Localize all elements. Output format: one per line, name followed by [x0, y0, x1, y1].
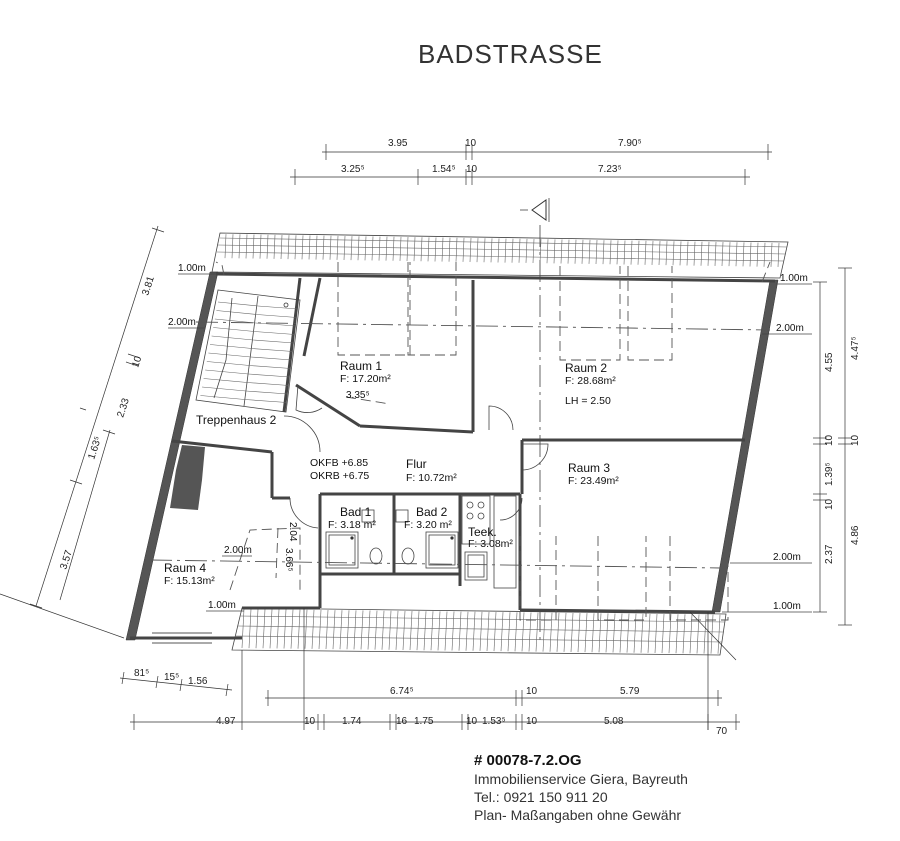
room-name-bad2: Bad 2 [416, 505, 448, 519]
room-labels: Raum 1 F: 17.20m² Raum 2 F: 28.68m² LH =… [164, 359, 619, 587]
staircase [195, 289, 301, 413]
height-label: 1.00m [178, 263, 206, 274]
dim-right-7: 4.86 [850, 525, 861, 545]
dim-right-6: 2.37 [824, 544, 835, 564]
dim-bot-5: 10 [526, 686, 538, 697]
dim-bot-2: 15⁵ [164, 672, 179, 683]
listing-info: # 00078-7.2.OG Immobilienservice Giera, … [474, 752, 688, 824]
dim-top-2: 10 [465, 138, 477, 149]
room-area-bad2: F: 3.20 m² [404, 519, 452, 531]
company-name: Immobilienservice Giera, Bayreuth [474, 771, 688, 787]
room-name-4: Raum 4 [164, 561, 206, 575]
dim-bot-3: 1.56 [188, 676, 208, 687]
dim-bot2-4: 16 [396, 716, 408, 727]
dim-bot-4: 6.74⁵ [390, 686, 414, 697]
chimney-block [170, 445, 205, 510]
room-name-stair: Treppenhaus 2 [196, 413, 277, 427]
room-name-flur: Flur [406, 457, 427, 471]
outer-walls [125, 271, 779, 644]
right-dimensions: 4.47⁵ 4.55 10 1.39⁵ 10 2.37 4.86 10 [813, 267, 861, 626]
roof-hatch-top [211, 232, 789, 279]
dashed-lines [149, 261, 771, 621]
inner-dim: 2.04 [287, 522, 298, 542]
dim-left-2: 10 [130, 355, 144, 369]
level-okrb: OKRB +6.75 [310, 470, 369, 482]
dim-bot2-9: 5.08 [604, 716, 624, 727]
street-name: BADSTRASSE [418, 39, 603, 69]
height-label: 2.00m [773, 552, 801, 563]
height-label: 1.00m [780, 273, 808, 284]
interior-walls [171, 277, 745, 610]
phone-number[interactable]: Tel.: 0921 150 911 20 [474, 789, 608, 805]
dim-bot2-3: 1.74 [342, 716, 362, 727]
room-ceiling-height: LH = 2.50 [565, 395, 611, 407]
room-area-flur: F: 10.72m² [406, 472, 457, 484]
room-area-4: F: 15.13m² [164, 575, 215, 587]
room-area-2: F: 28.68m² [565, 375, 616, 387]
dim-bot2-7: 1.53⁵ [482, 716, 506, 727]
dim-top2-3: 10 [466, 164, 478, 175]
room-name-3: Raum 3 [568, 461, 610, 475]
sanitary-fixtures [325, 495, 517, 589]
height-labels: 1.00m 2.00m 1.00m 2.00m 2.00m 1.00m 2.00… [168, 263, 812, 613]
height-label: 2.00m [224, 545, 252, 556]
room-name-teek: Teek. [468, 525, 497, 539]
height-label: 2.00m [168, 317, 196, 328]
dim-bot2-2: 10 [304, 716, 316, 727]
dim-bot2-8: 10 [526, 716, 538, 727]
dim-right-3: 10 [824, 434, 835, 446]
dim-left-3: 2.33 [115, 397, 132, 419]
listing-reference: # 00078-7.2.OG [474, 752, 582, 769]
dim-right-2: 4.55 [824, 352, 835, 372]
dim-right-5: 10 [824, 498, 835, 510]
dim-bot-6: 5.79 [620, 686, 640, 697]
room-area-bad1: F: 3.18 m² [328, 519, 376, 531]
section-marker [520, 198, 550, 645]
disclaimer: Plan- Maßangaben ohne Gewähr [474, 807, 682, 823]
height-label: 1.00m [773, 601, 801, 612]
dim-bot2-5: 1.75 [414, 716, 434, 727]
left-dimensions: 3.81 10 2.33 1.63⁵ 3.57 [0, 225, 165, 639]
room-name-bad1: Bad 1 [340, 505, 372, 519]
dim-bot-1: 81⁵ [134, 668, 149, 679]
dim-top2-2: 1.54⁵ [432, 164, 456, 175]
dim-top2-1: 3.25⁵ [341, 164, 365, 175]
dim-right-8: 10 [850, 434, 861, 446]
room-name-1: Raum 1 [340, 359, 382, 373]
room-area-1: F: 17.20m² [340, 373, 391, 385]
dim-right-4: 1.39⁵ [824, 462, 835, 486]
height-label: 1.00m [208, 600, 236, 611]
level-okfb: OKFB +6.85 [310, 457, 368, 469]
dim-top-1: 3.95 [388, 138, 408, 149]
dim-left-1: 3.81 [140, 275, 157, 297]
room-area-teek: F: 3.08m² [468, 538, 513, 550]
dim-left-4: 1.63⁵ [86, 435, 104, 461]
dim-top-3: 7.90⁵ [618, 138, 642, 149]
inner-dim: 3.66⁵ [283, 548, 294, 572]
room-area-3: F: 23.49m² [568, 475, 619, 487]
dim-bot2-10: 70 [716, 726, 728, 737]
inner-dim: 3.35⁵ [346, 390, 370, 401]
dim-right-1: 4.47⁵ [850, 336, 861, 360]
dim-top2-4: 7.23⁵ [598, 164, 622, 175]
dim-left-5: 3.57 [58, 549, 75, 571]
roof-hatch-bottom [231, 607, 727, 656]
top-dimensions: 3.95 10 7.90⁵ 3.25⁵ 1.54⁵ 10 7.23⁵ [290, 138, 772, 185]
height-label: 2.00m [776, 323, 804, 334]
doors [283, 384, 549, 529]
dim-bot2-1: 4.97 [216, 716, 236, 727]
room-name-2: Raum 2 [565, 361, 607, 375]
bottom-dimensions: 81⁵ 15⁵ 1.56 6.74⁵ 10 5.79 4.97 10 1.74 … [119, 608, 740, 737]
dim-bot2-6: 10 [466, 716, 478, 727]
